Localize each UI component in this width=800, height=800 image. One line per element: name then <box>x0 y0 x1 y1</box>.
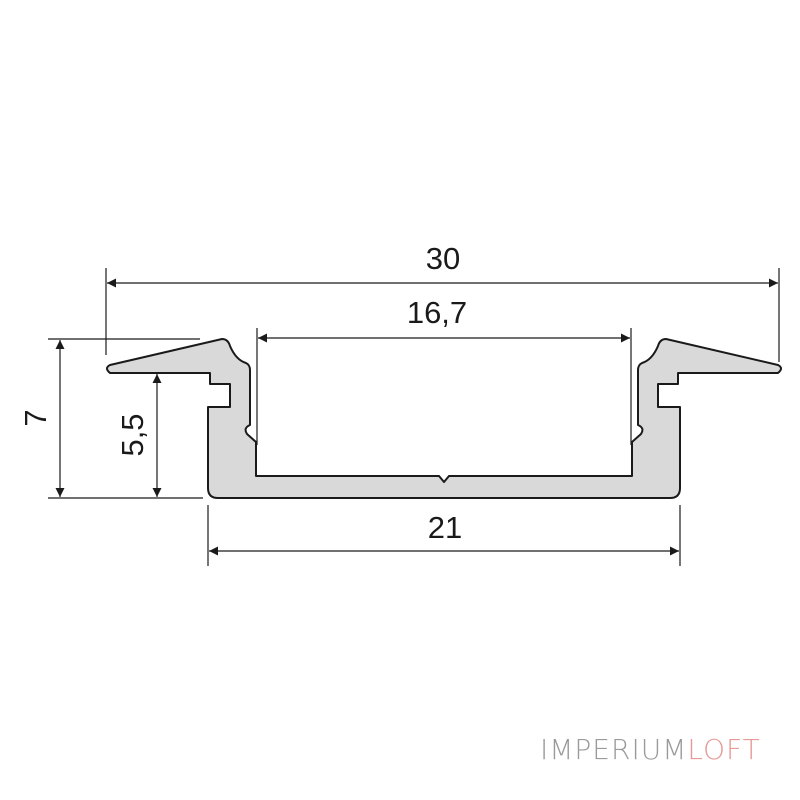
label-overall-width: 30 <box>426 241 460 276</box>
label-base-width: 21 <box>428 510 462 545</box>
label-overall-height: 7 <box>18 409 53 426</box>
label-inner-width: 16,7 <box>407 295 467 330</box>
watermark-logo: IMPERIUMLOFT <box>540 733 761 766</box>
logo-part2: LOFT <box>687 733 761 766</box>
aluminium-profile <box>106 338 782 499</box>
logo-part1: IMPERIUM <box>540 733 688 766</box>
label-body-height: 5,5 <box>115 413 150 456</box>
